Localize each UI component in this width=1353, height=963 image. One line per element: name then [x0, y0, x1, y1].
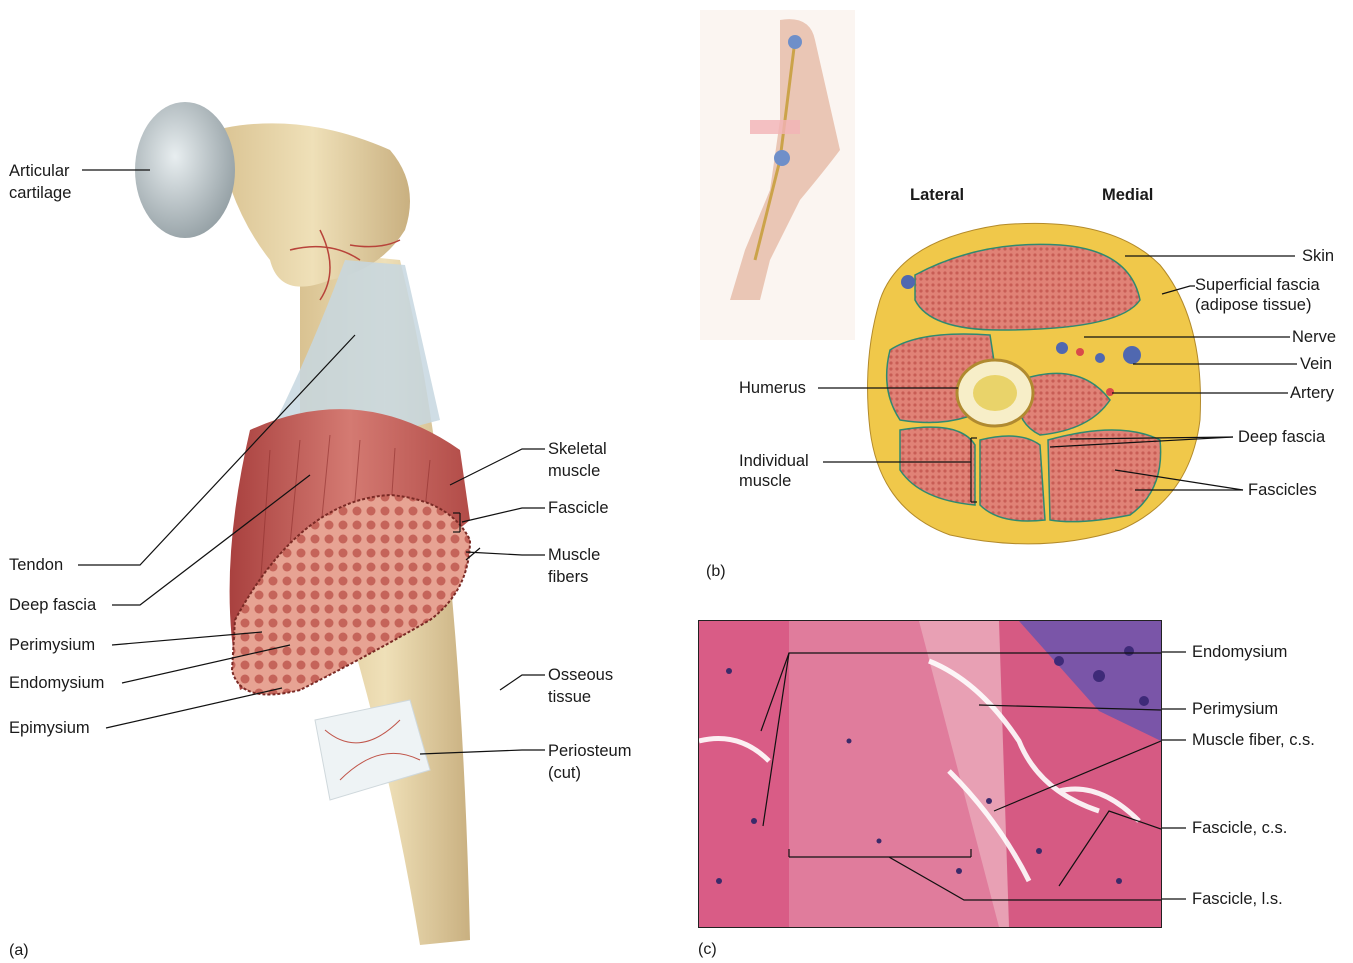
label-lateral: Lateral: [910, 184, 964, 206]
label-medial: Medial: [1102, 184, 1153, 206]
panel-a-tag: (a): [9, 942, 29, 960]
label-endomysium-c: Endomysium: [1192, 641, 1287, 663]
label-tendon: Tendon: [9, 554, 63, 576]
label-fascicle-ls: Fascicle, l.s.: [1192, 888, 1283, 910]
label-skeletal-muscle: Skeletal muscle: [548, 438, 607, 482]
label-epimysium: Epimysium: [9, 717, 90, 739]
label-deep-fascia-b: Deep fascia: [1238, 426, 1325, 448]
label-articular-cartilage: Articular cartilage: [9, 160, 71, 204]
label-fascicle-cs: Fascicle, c.s.: [1192, 817, 1287, 839]
label-artery: Artery: [1290, 382, 1334, 404]
label-individual-muscle: Individual muscle: [739, 451, 809, 491]
label-humerus: Humerus: [739, 377, 806, 399]
label-deep-fascia-a: Deep fascia: [9, 594, 96, 616]
label-skin: Skin: [1302, 245, 1334, 267]
label-fascicle: Fascicle: [548, 497, 609, 519]
label-perimysium-a: Perimysium: [9, 634, 95, 656]
panel-c-tag: (c): [698, 941, 717, 959]
label-nerve: Nerve: [1292, 326, 1336, 348]
histology-micrograph: [698, 620, 1162, 928]
panel-b-tag: (b): [706, 563, 726, 581]
label-vein: Vein: [1300, 353, 1332, 375]
label-osseous-tissue: Osseous tissue: [548, 664, 613, 708]
label-superficial-fascia: Superficial fascia (adipose tissue): [1195, 275, 1320, 315]
panel-c-leaders: [1160, 652, 1186, 899]
label-muscle-fibers: Muscle fibers: [548, 544, 600, 588]
label-fascicles: Fascicles: [1248, 479, 1317, 501]
label-endomysium-a: Endomysium: [9, 672, 104, 694]
label-periosteum: Periosteum (cut): [548, 740, 631, 784]
label-perimysium-c: Perimysium: [1192, 698, 1278, 720]
panel-a-illustration: [78, 102, 545, 945]
label-muscle-fiber-cs: Muscle fiber, c.s.: [1192, 729, 1315, 751]
